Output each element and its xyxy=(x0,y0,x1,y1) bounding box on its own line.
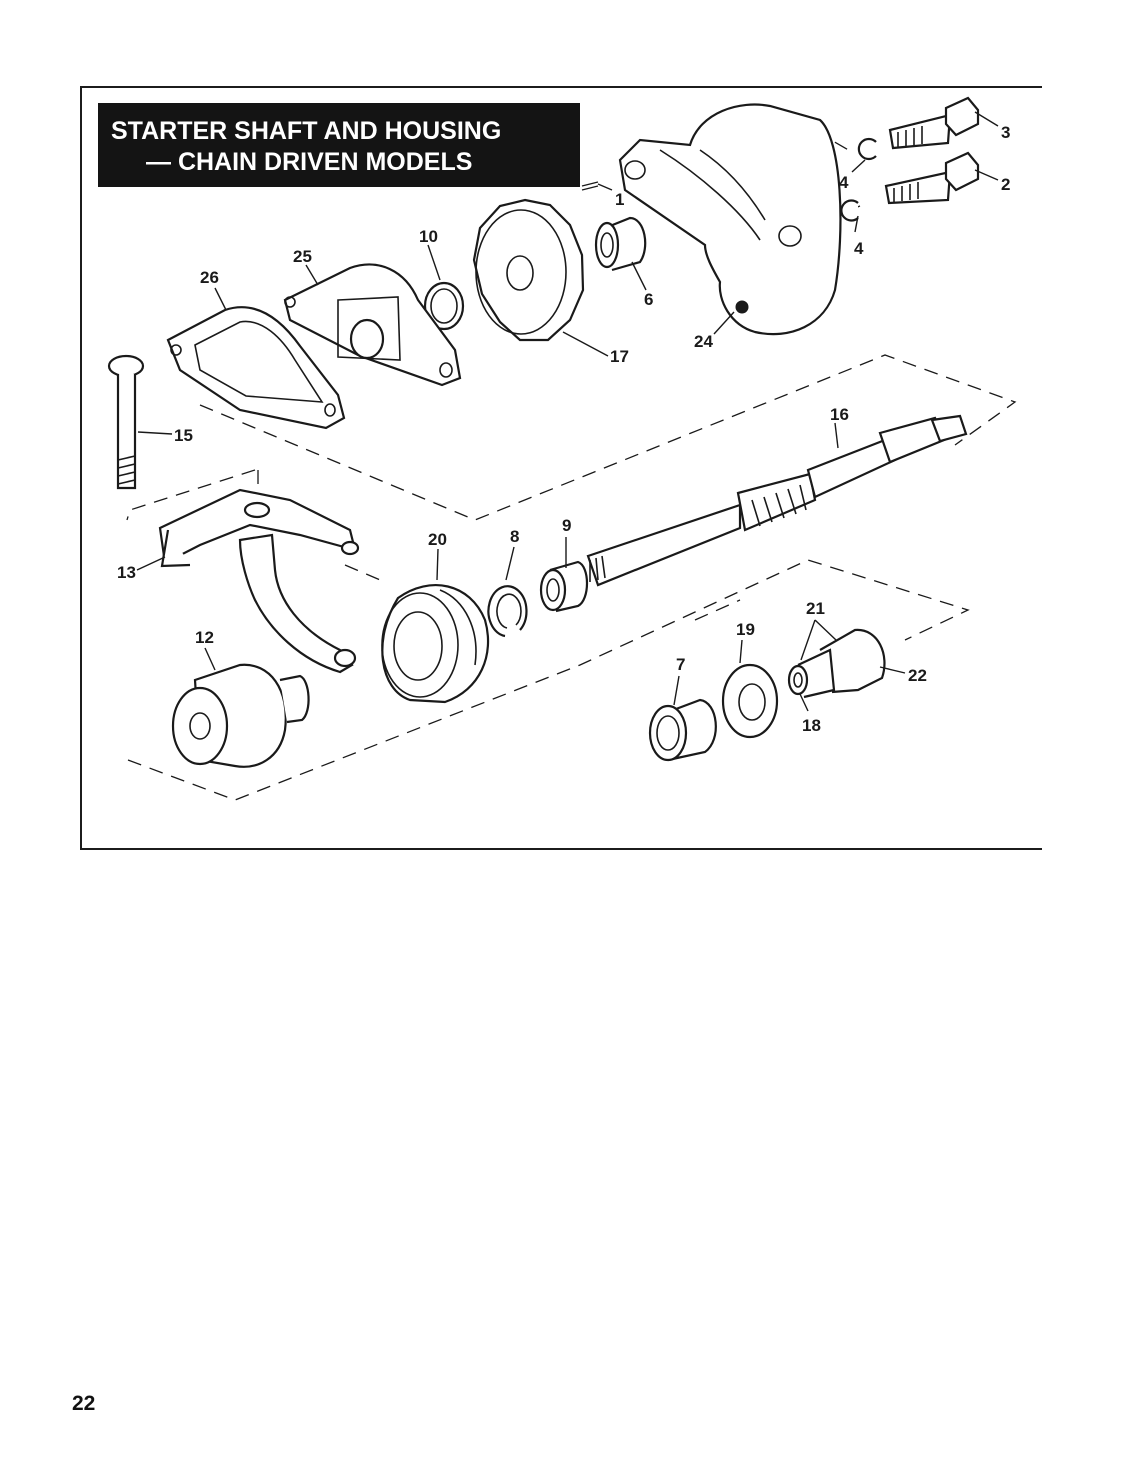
callout-10: 10 xyxy=(419,227,438,246)
callout-1: 1 xyxy=(615,190,624,209)
part-4-lock-washers xyxy=(840,137,877,222)
title-line-2: — CHAIN DRIVEN MODELS xyxy=(146,148,473,176)
part-13-shift-lever xyxy=(158,488,360,674)
callout-26: 26 xyxy=(200,268,219,287)
part-9-bushing xyxy=(539,560,589,613)
part-22-bearing xyxy=(787,628,886,699)
callout-20: 20 xyxy=(428,530,447,549)
part-1-pin xyxy=(581,181,599,191)
diagram-title: STARTER SHAFT AND HOUSING — CHAIN DRIVEN… xyxy=(98,103,580,187)
callout-6: 6 xyxy=(644,290,653,309)
callout-13: 13 xyxy=(117,563,136,582)
part-16-shaft xyxy=(586,414,968,587)
part-20-clutch xyxy=(381,584,490,704)
part-25-plate xyxy=(283,263,462,387)
callout-22: 22 xyxy=(908,666,927,685)
callout-19: 19 xyxy=(736,620,755,639)
callout-18: 18 xyxy=(802,716,821,735)
part-15-screw xyxy=(107,354,145,490)
callout-3: 3 xyxy=(1001,123,1010,142)
part-7-needle-bearing xyxy=(648,698,717,762)
callout-7: 7 xyxy=(676,655,685,674)
callout-21: 21 xyxy=(806,599,825,618)
callout-17: 17 xyxy=(610,347,629,366)
callout-16: 16 xyxy=(830,405,849,424)
callout-2: 2 xyxy=(1001,175,1010,194)
part-8-retaining-ring xyxy=(487,585,528,638)
assembly-guide-lines xyxy=(126,107,1017,801)
callout-12: 12 xyxy=(195,628,214,647)
part-24-starter-housing xyxy=(618,103,842,336)
callout-25: 25 xyxy=(293,247,312,266)
page-number: 22 xyxy=(72,1392,96,1415)
part-12-drive-gear xyxy=(171,663,310,768)
callout-4-lower: 4 xyxy=(854,239,864,258)
callout-4-upper: 4 xyxy=(839,173,849,192)
part-10-o-ring xyxy=(423,281,465,331)
callout-8: 8 xyxy=(510,527,519,546)
callout-9: 9 xyxy=(562,516,571,535)
part-26-gasket xyxy=(166,306,346,430)
part-6-bushing xyxy=(594,216,647,272)
part-2-bolt xyxy=(884,151,980,205)
callout-labels: 1 2 3 4 4 6 7 8 9 10 12 13 15 16 17 18 1… xyxy=(117,123,1010,735)
part-3-bolt xyxy=(888,96,980,150)
callout-24: 24 xyxy=(694,332,713,351)
part-17-sprocket xyxy=(472,198,585,342)
callout-leader-lines xyxy=(136,111,999,712)
part-19-washer xyxy=(721,663,779,739)
title-line-1: STARTER SHAFT AND HOUSING xyxy=(111,117,502,145)
diagram-frame xyxy=(80,86,1042,850)
callout-15: 15 xyxy=(174,426,193,445)
